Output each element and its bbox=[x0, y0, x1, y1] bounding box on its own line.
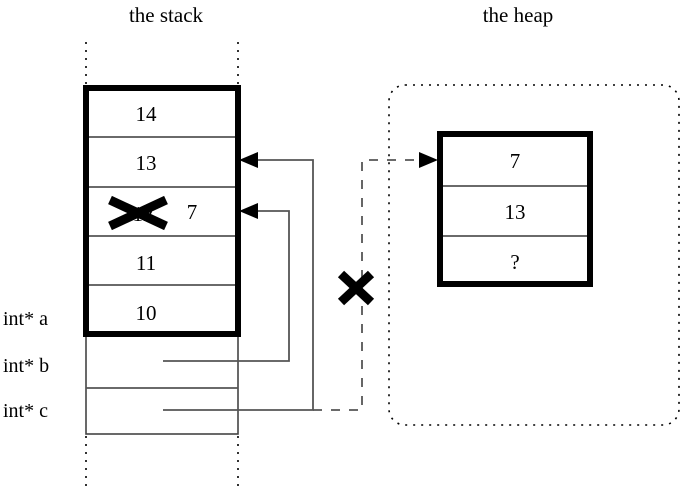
heap-block-box bbox=[437, 131, 593, 287]
stack-array-box bbox=[83, 85, 241, 337]
invalid-pointer-cross-icon bbox=[337, 270, 375, 306]
heap-cell-value-1: 13 bbox=[505, 200, 526, 224]
stack-cell-value-3: 11 bbox=[136, 251, 156, 275]
stack-title: the stack bbox=[129, 3, 204, 27]
stack-var-label-a: int* a bbox=[3, 308, 48, 330]
stack-var-label-b: int* b bbox=[3, 355, 49, 377]
pointer-arrowhead-b bbox=[239, 203, 258, 219]
stack-variable-box bbox=[85, 333, 239, 435]
heap-cell-value-2: ? bbox=[510, 250, 519, 274]
pointer-arrow-b bbox=[163, 203, 290, 362]
pointer-arrowhead-c bbox=[239, 152, 258, 168]
heap-title: the heap bbox=[483, 3, 554, 27]
heap-cell-value-0: 7 bbox=[510, 149, 521, 173]
stack-var-label-c: int* c bbox=[3, 400, 48, 422]
stack-cell-value-1: 13 bbox=[136, 151, 157, 175]
stack-cell-value-2-replacement: 7 bbox=[187, 200, 198, 224]
heap-boundary bbox=[388, 84, 680, 426]
dangling-pointer-to-heap bbox=[313, 152, 438, 411]
pointer-arrow-c bbox=[163, 152, 314, 411]
stack-cell-value-0: 14 bbox=[136, 102, 158, 126]
struck-value-cross-icon bbox=[108, 195, 168, 231]
stack-cell-value-4: 10 bbox=[136, 301, 157, 325]
dangling-pointer-arrowhead bbox=[419, 152, 438, 168]
